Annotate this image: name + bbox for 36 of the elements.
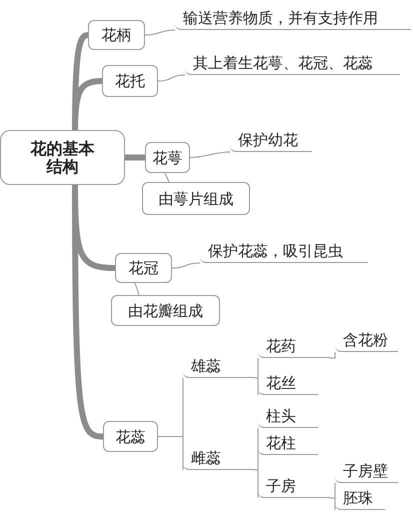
connector-line [254, 358, 258, 378]
connector-line [158, 436, 184, 470]
branch-label: 花药 [258, 335, 330, 358]
branch-label: 雄蕊 [183, 350, 255, 378]
connector-line [330, 498, 336, 510]
branch-line [125, 154, 145, 160]
branch-label: 其上着生花萼、花冠、花蕊 [185, 50, 400, 75]
branch-box: 花柄 [88, 20, 145, 50]
branch-box: 由花瓣组成 [111, 295, 220, 326]
connector-line [254, 470, 258, 498]
branch-label: 保护幼花 [230, 128, 312, 152]
connector-line [164, 172, 170, 182]
connector-line [144, 30, 176, 36]
connector-line [330, 352, 336, 358]
connector-line [158, 74, 186, 82]
branch-label: 雌蕊 [183, 442, 255, 470]
branch-label: 花丝 [258, 372, 318, 395]
branch-box: 花托 [102, 65, 158, 97]
branch-box: 花冠 [115, 253, 172, 283]
connector-line [190, 152, 230, 158]
connector-line [254, 454, 258, 470]
branch-label: 胚珠 [335, 487, 385, 510]
branch-label: 子房壁 [335, 460, 398, 483]
branch-box: 花蕊 [103, 421, 158, 452]
branch-box: 花萼 [145, 142, 190, 173]
branch-label: 柱头 [258, 405, 318, 428]
topic-box: 花的基本结构 [0, 130, 125, 185]
branch-label: 子房 [258, 472, 330, 498]
connector-line [134, 282, 140, 296]
branch-label: 输送营养物质，并有支持作用 [175, 4, 411, 30]
branch-label: 花柱 [258, 432, 318, 455]
branch-label: 含花粉 [335, 328, 398, 352]
connector-line [254, 378, 258, 396]
branch-label: 保护花蕊，吸引昆虫 [200, 239, 368, 263]
branch-box: 由萼片组成 [142, 182, 250, 215]
connector-line [172, 262, 200, 268]
